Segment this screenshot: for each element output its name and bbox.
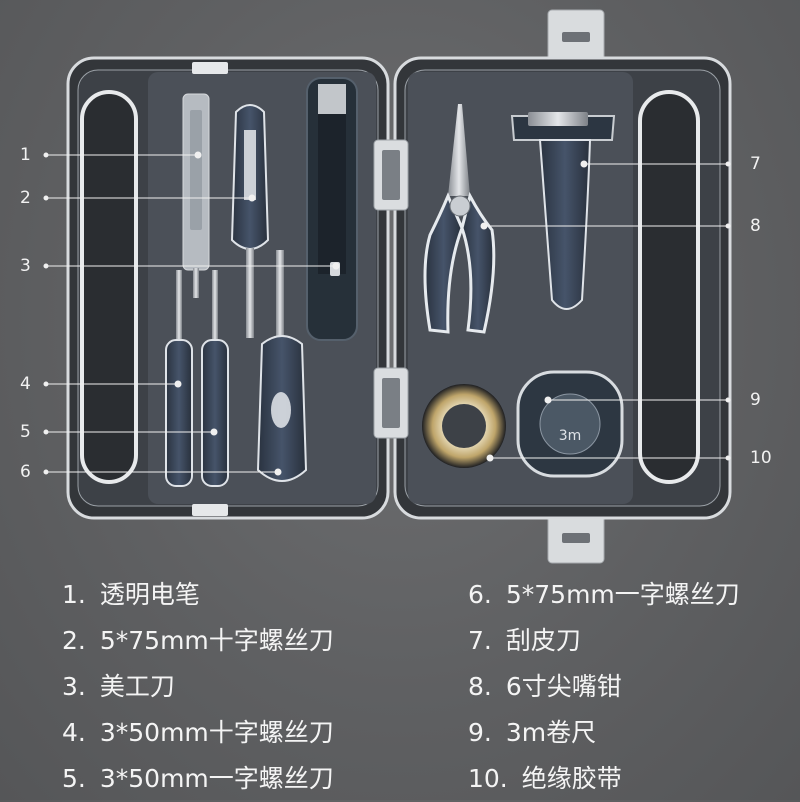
- legend-num: 5.: [62, 764, 86, 793]
- small-slotted-screwdriver-icon: [201, 270, 229, 487]
- transparent-test-pen-icon: [182, 93, 210, 298]
- legend-text: 5*75mm一字螺丝刀: [505, 580, 740, 609]
- callout-8: 8: [750, 216, 761, 236]
- utility-knife-icon: [306, 77, 358, 341]
- callout-7: 7: [750, 154, 761, 174]
- peeler-knife-icon: [510, 112, 616, 310]
- legend-text: 6寸尖嘴钳: [505, 672, 622, 701]
- insulating-tape-icon: [422, 384, 506, 468]
- callout-5: 5: [20, 422, 31, 442]
- callout-4: 4: [20, 374, 31, 394]
- callout-3: 3: [20, 256, 31, 276]
- legend-text: 3*50mm一字螺丝刀: [99, 764, 334, 793]
- long-nose-pliers-icon: [423, 104, 496, 334]
- legend-item: 5. 3*50mm一字螺丝刀: [62, 756, 334, 802]
- legend-num: 6.: [468, 580, 492, 609]
- tape-measure-icon: 3m: [516, 370, 624, 478]
- legend-text: 5*75mm十字螺丝刀: [99, 626, 334, 655]
- callout-lines: [43, 151, 731, 476]
- legend-right: 6. 5*75mm一字螺丝刀 7. 刮皮刀 8. 6寸尖嘴钳 9. 3m卷尺 10. 绝缘…: [468, 572, 740, 802]
- legend-text: 美工刀: [99, 672, 175, 701]
- legend-text: 3*50mm十字螺丝刀: [99, 718, 334, 747]
- legend-num: 4.: [62, 718, 86, 747]
- legend-item: 1. 透明电笔: [62, 572, 334, 618]
- callout-10: 10: [750, 448, 772, 468]
- legend-item: 10. 绝缘胶带: [468, 756, 740, 802]
- legend-item: 4. 3*50mm十字螺丝刀: [62, 710, 334, 756]
- callout-9: 9: [750, 390, 761, 410]
- legend-num: 2.: [62, 626, 86, 655]
- case-hinges: [373, 139, 409, 439]
- legend-item: 7. 刮皮刀: [468, 618, 740, 664]
- slotted-screwdriver-icon: [256, 250, 308, 482]
- legend-text: 刮皮刀: [505, 626, 581, 655]
- legend-left: 1. 透明电笔 2. 5*75mm十字螺丝刀 3. 美工刀 4. 3*50mm十字螺丝刀…: [62, 572, 334, 802]
- latch-top: [547, 9, 605, 69]
- legend-num: 1.: [62, 580, 86, 609]
- tape-measure-label: 3m: [559, 428, 582, 444]
- legend-item: 9. 3m卷尺: [468, 710, 740, 756]
- legend-text: 透明电笔: [99, 580, 200, 609]
- legend-num: 8.: [468, 672, 492, 701]
- callout-2: 2: [20, 188, 31, 208]
- legend-item: 2. 5*75mm十字螺丝刀: [62, 618, 334, 664]
- legend-num: 3.: [62, 672, 86, 701]
- callout-1: 1: [20, 145, 31, 165]
- legend-text: 3m卷尺: [505, 718, 597, 747]
- callout-6: 6: [20, 462, 31, 482]
- phillips-screwdriver-icon: [230, 104, 270, 338]
- legend-item: 6. 5*75mm一字螺丝刀: [468, 572, 740, 618]
- legend-item: 3. 美工刀: [62, 664, 334, 710]
- legend-item: 8. 6寸尖嘴钳: [468, 664, 740, 710]
- small-phillips-screwdriver-icon: [165, 270, 193, 487]
- legend-num: 9.: [468, 718, 492, 747]
- legend-num: 7.: [468, 626, 492, 655]
- legend-num: 10.: [468, 764, 508, 793]
- legend-text: 绝缘胶带: [521, 764, 622, 793]
